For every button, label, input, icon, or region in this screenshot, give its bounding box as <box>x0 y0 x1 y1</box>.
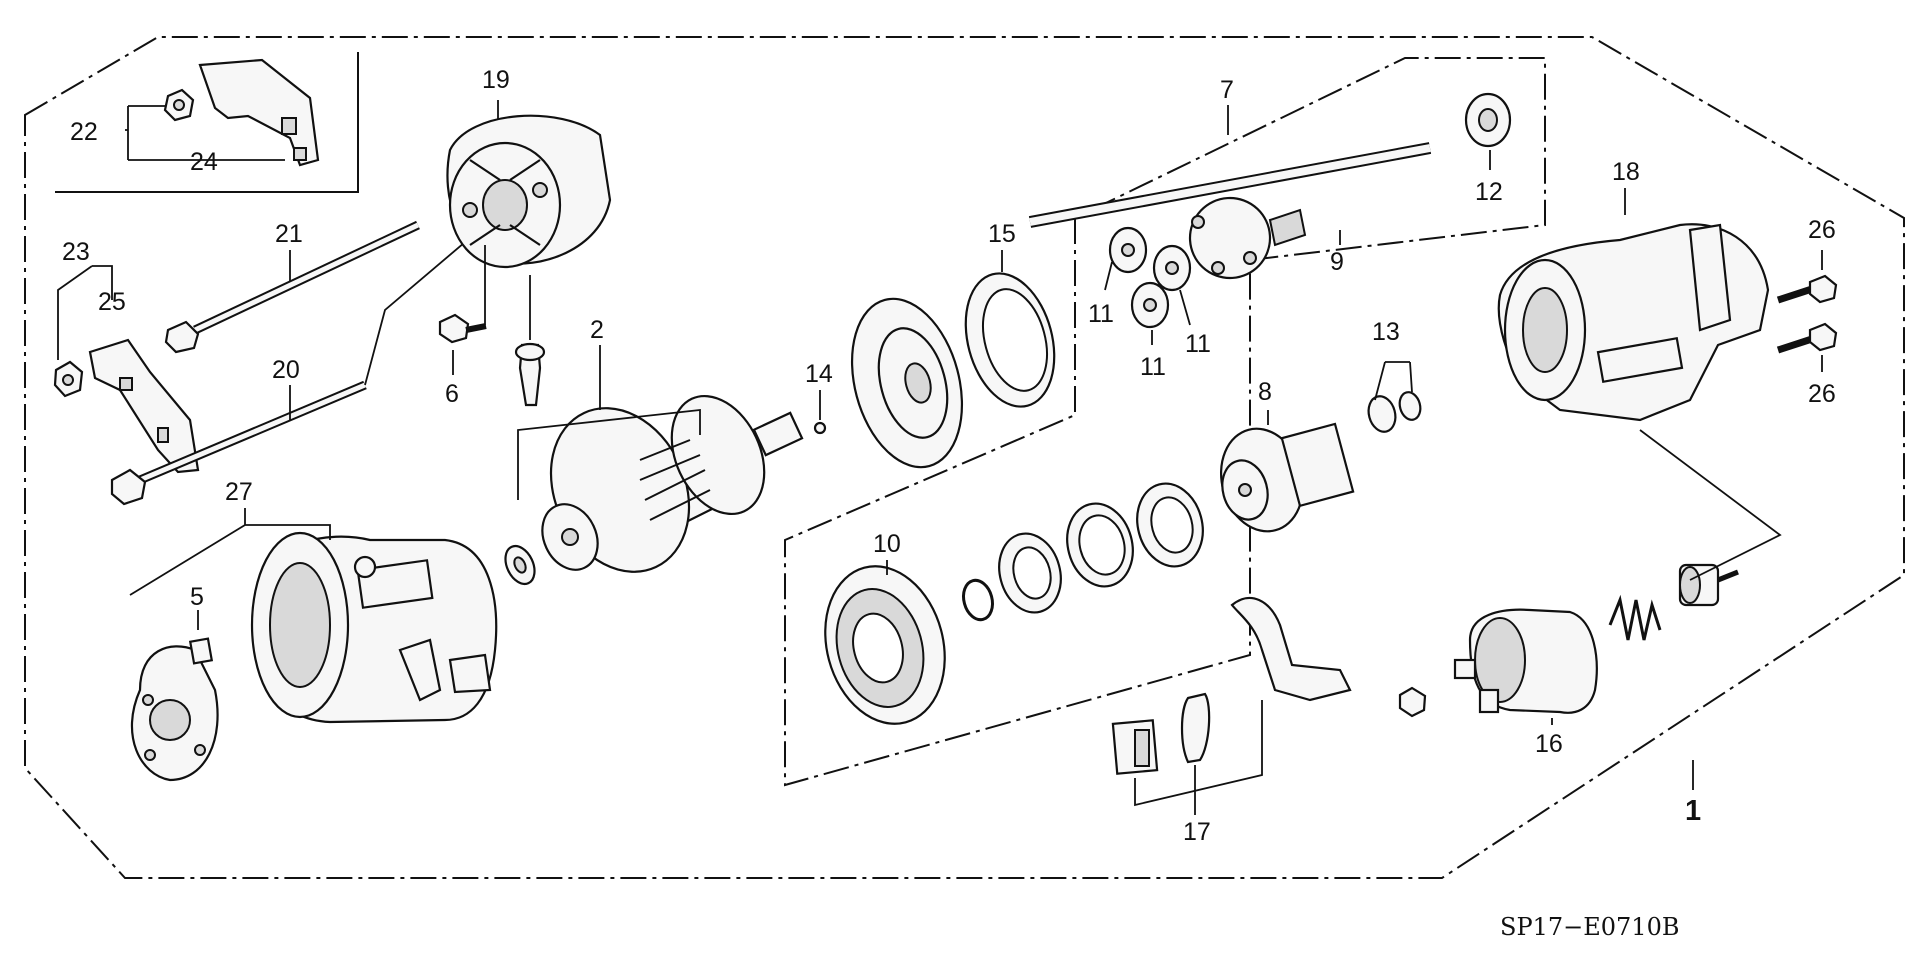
callout-14: 14 <box>805 360 833 388</box>
bolt-part-26-b <box>1776 322 1838 354</box>
callout-23: 23 <box>62 238 90 266</box>
callout-10: 10 <box>873 530 901 558</box>
callout-19: 19 <box>482 66 510 94</box>
nut-part-22 <box>163 88 195 122</box>
stop-collar-part-13 <box>1367 391 1422 433</box>
leader-13 <box>1374 361 1413 401</box>
callout-15: 15 <box>988 220 1016 248</box>
callout-26-b: 26 <box>1808 380 1836 408</box>
return-spring <box>1608 594 1662 641</box>
bracket-part-25 <box>88 338 200 474</box>
leader-6 <box>452 245 486 375</box>
callout-6: 6 <box>445 380 459 408</box>
leader-11 <box>1104 261 1191 345</box>
lever-pad-part-17 <box>1111 719 1159 775</box>
callout-5: 5 <box>190 583 204 611</box>
ball-part-14 <box>813 421 827 435</box>
callout-16: 16 <box>1535 730 1563 758</box>
bolt-part-26-a <box>1776 274 1838 304</box>
callout-7: 7 <box>1220 76 1234 104</box>
callout-18: 18 <box>1612 158 1640 186</box>
callout-20: 20 <box>272 356 300 384</box>
front-housing-part-18 <box>1497 223 1770 422</box>
output-shaft-part-9 <box>1028 142 1432 280</box>
brush-part-5 <box>188 637 214 665</box>
seal-ring-b <box>1066 502 1134 588</box>
brush-screw-part <box>514 342 546 407</box>
callout-13: 13 <box>1372 318 1400 346</box>
callout-11-a: 11 <box>1088 300 1114 328</box>
callout-1: 1 <box>1685 795 1701 827</box>
callout-11-c: 11 <box>1140 353 1166 381</box>
plunger <box>1678 563 1739 607</box>
yoke-part-27 <box>250 531 498 724</box>
through-bolt-20 <box>110 380 367 506</box>
callout-22: 22 <box>70 118 98 146</box>
gear-plate <box>850 297 964 469</box>
drawing-code: SP17−E0710B <box>1500 913 1679 941</box>
bracket-part-24 <box>198 58 320 167</box>
shift-lever <box>1230 596 1352 702</box>
leader-17 <box>1134 700 1263 815</box>
leader-27 <box>129 508 331 596</box>
callout-26-a: 26 <box>1808 216 1836 244</box>
lever-plate-part-17 <box>1180 692 1211 764</box>
callout-9: 9 <box>1330 248 1344 276</box>
seal-ring-c <box>998 532 1062 614</box>
callout-8: 8 <box>1258 378 1272 406</box>
assembly-boundary <box>24 36 1905 879</box>
callout-11-b: 11 <box>1185 330 1211 358</box>
through-bolt-21 <box>164 220 420 354</box>
solenoid-part-16 <box>1453 608 1598 714</box>
nut-part-23 <box>53 360 84 398</box>
armature-part-2 <box>541 394 804 573</box>
callout-17: 17 <box>1183 818 1211 846</box>
gear-case-part-10 <box>824 565 946 725</box>
leader-2 <box>517 345 701 500</box>
leader-18-solenoid <box>1639 429 1782 581</box>
washer-part-armature <box>504 544 536 586</box>
solenoid-nut <box>1398 686 1427 718</box>
callout-25: 25 <box>98 288 126 316</box>
seal-ring-a <box>1136 482 1204 568</box>
brush-holder-plate-part <box>130 645 219 782</box>
internal-gear-ring-part-15 <box>964 272 1056 408</box>
screw-part-6 <box>438 313 487 344</box>
snap-ring <box>962 578 994 622</box>
callout-2: 2 <box>590 316 604 344</box>
planetary-gear-11-c <box>1130 281 1170 329</box>
planetary-gear-11-a <box>1108 226 1148 274</box>
leader-22-24 <box>125 105 285 161</box>
callout-24: 24 <box>190 148 218 176</box>
rear-housing-part-19 <box>446 114 612 269</box>
leader-23-25 <box>57 265 113 360</box>
callout-12: 12 <box>1475 178 1503 206</box>
planetary-gear-11-b <box>1152 244 1192 292</box>
callout-21: 21 <box>275 220 303 248</box>
bracket-inset-box <box>55 52 359 193</box>
washer-part-12 <box>1464 92 1512 148</box>
callout-27: 27 <box>225 478 253 506</box>
overrunning-clutch-part-8 <box>1219 422 1355 533</box>
